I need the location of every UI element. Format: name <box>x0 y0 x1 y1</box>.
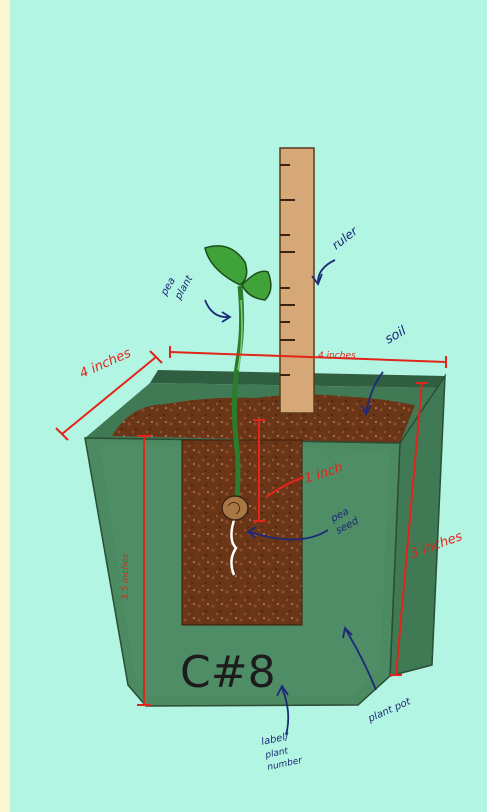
top-width-right-label: 4 inches <box>318 351 356 361</box>
soil-cutaway <box>182 440 302 625</box>
pea-seed <box>222 496 248 520</box>
height-front-label: 3.5 inches <box>121 553 131 600</box>
pot-number-label: C#8 <box>180 647 276 698</box>
ruler <box>280 148 314 413</box>
